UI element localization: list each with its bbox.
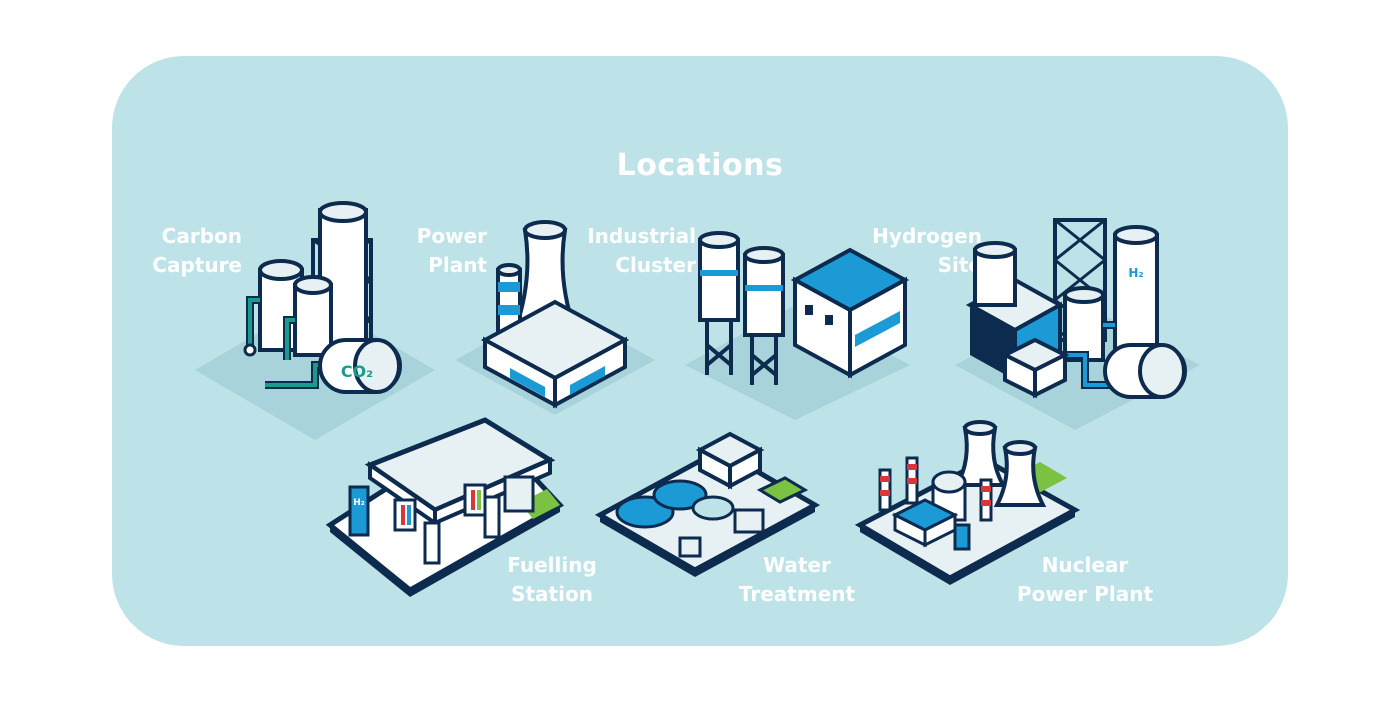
h2-sign-tag: H₂ [353,498,365,508]
label-power-plant: Power Plant [416,224,487,277]
label-industrial-cluster: Industrial Cluster [587,224,696,277]
co2-tag: CO₂ [341,362,373,381]
label-fuelling-station: Fuelling Station [507,553,597,606]
label-carbon-capture: Carbon Capture [152,224,242,277]
hydrogen-site-illustration: H₂ [955,218,1200,430]
page-title: Locations [616,148,784,183]
fuelling-station-illustration: H₂ [325,417,564,597]
label-water-treatment: Water Treatment [738,553,856,606]
carbon-capture-illustration: CO₂ [195,201,435,440]
industrial-cluster-illustration [685,231,910,420]
power-plant-illustration [455,220,655,415]
water-treatment-illustration [594,431,821,577]
label-nuclear-power-plant: Nuclear Power Plant [1016,553,1154,606]
nuclear-power-plant-illustration [854,420,1081,585]
h2-tag: H₂ [1128,266,1143,280]
